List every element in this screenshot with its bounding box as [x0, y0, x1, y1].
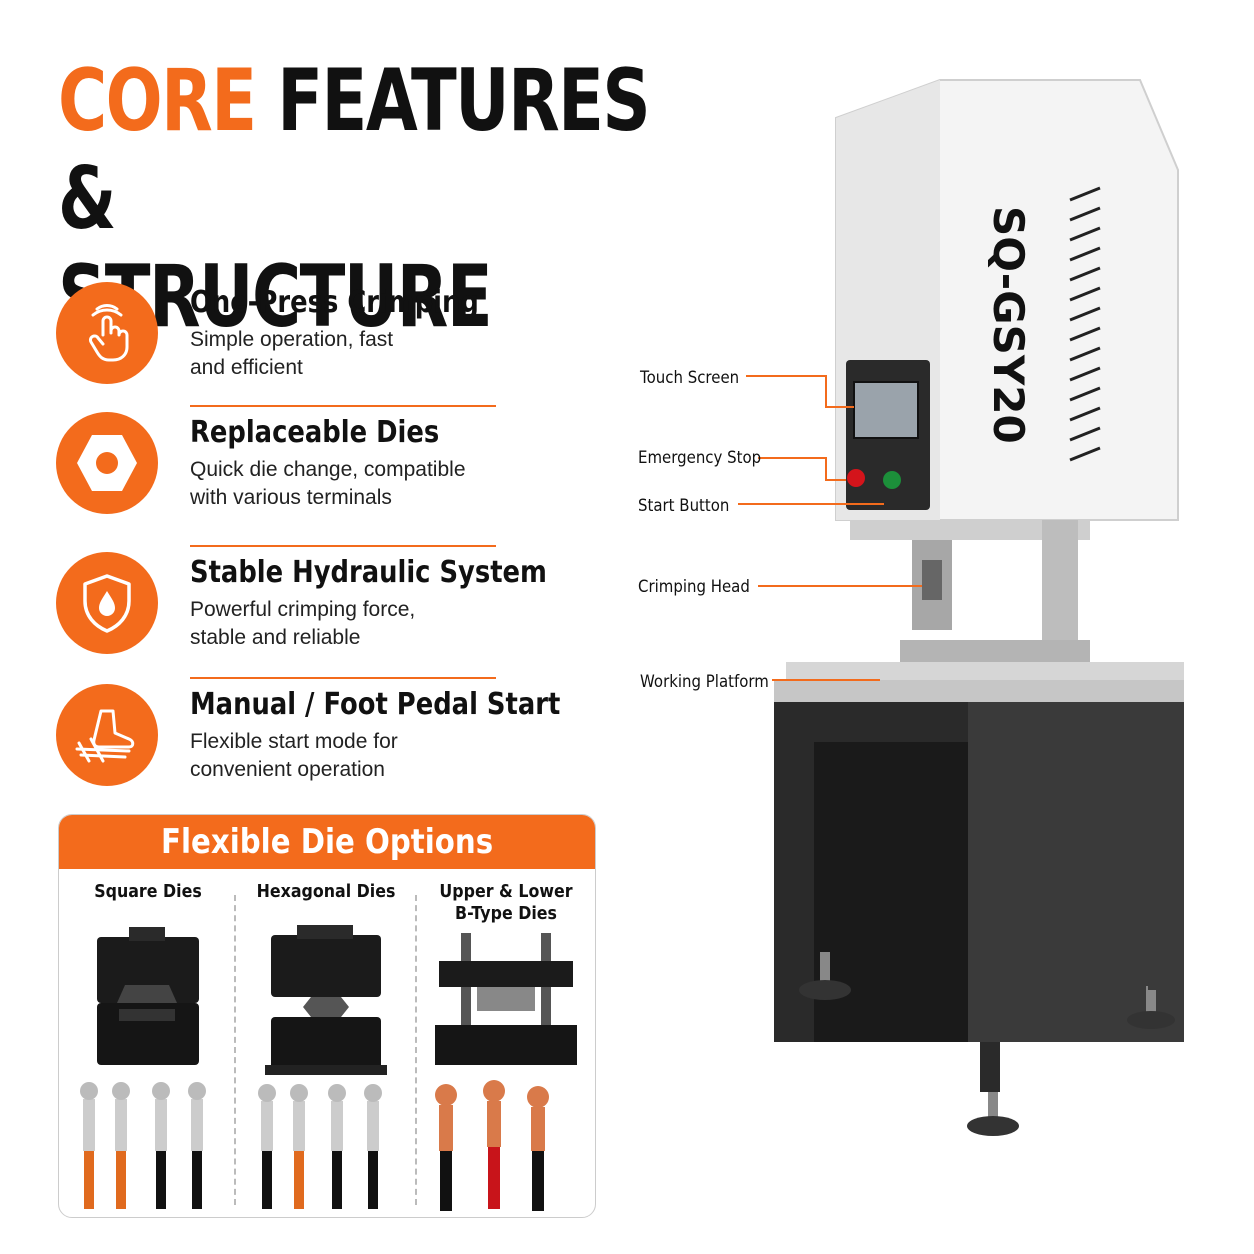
callout-touch-screen: Touch Screen: [640, 368, 740, 388]
die-column-b-type: Upper & Lower B-Type Dies: [417, 869, 595, 1217]
callout-start-button: Start Button: [638, 496, 730, 516]
column-separator: [234, 895, 236, 1205]
hex-nut-icon: [56, 412, 158, 514]
start-button-icon: [883, 471, 901, 489]
die-label: Square Dies: [94, 881, 202, 902]
column-separator: [415, 895, 417, 1205]
callout-working-platform: Working Platform: [640, 672, 769, 692]
touch-hand-icon: [56, 282, 158, 384]
foot-pedal-icon: [56, 684, 158, 786]
die-options-header: Flexible Die Options: [59, 815, 595, 869]
emergency-stop-icon: [847, 469, 865, 487]
hexagonal-die-illustration: [258, 925, 387, 1209]
title-accent: CORE: [58, 51, 257, 151]
feature-desc: Flexible start mode for convenient opera…: [190, 730, 398, 781]
feature-title: Manual / Foot Pedal Start: [190, 687, 561, 722]
feature-desc: Powerful crimping force, stable and reli…: [190, 598, 416, 649]
feature-title: One-Press Crimping: [190, 285, 479, 320]
die-label: Hexagonal Dies: [256, 881, 396, 902]
die-options-panel: Flexible Die Options Square Dies Hexagon…: [58, 814, 596, 1218]
feature-title: Stable Hydraulic System: [190, 555, 547, 590]
b-type-die-illustration: [435, 933, 577, 1211]
die-options-title: Flexible Die Options: [160, 822, 494, 862]
lug-terminal: [80, 1082, 206, 1209]
divider: [190, 545, 496, 547]
crimping-machine-illustration: SQ-GSY20: [738, 79, 1184, 1136]
divider: [190, 677, 496, 679]
feature-desc: Simple operation, fast and efficient: [190, 328, 394, 379]
callout-crimping-head: Crimping Head: [638, 577, 750, 597]
feature-desc: Quick die change, compatible with variou…: [190, 458, 466, 509]
die-label: Upper & Lower B-Type Dies: [439, 881, 573, 924]
die-column-square: Square Dies: [59, 869, 237, 1217]
callout-emergency-stop: Emergency Stop: [638, 448, 762, 468]
shield-drop-icon: [56, 552, 158, 654]
title-rest: FEATURES &: [58, 51, 651, 249]
square-die-illustration: [80, 927, 206, 1209]
model-label: SQ-GSY20: [984, 206, 1033, 444]
die-column-hexagonal: Hexagonal Dies: [237, 869, 415, 1217]
divider: [190, 405, 496, 407]
feature-title: Replaceable Dies: [190, 415, 440, 450]
